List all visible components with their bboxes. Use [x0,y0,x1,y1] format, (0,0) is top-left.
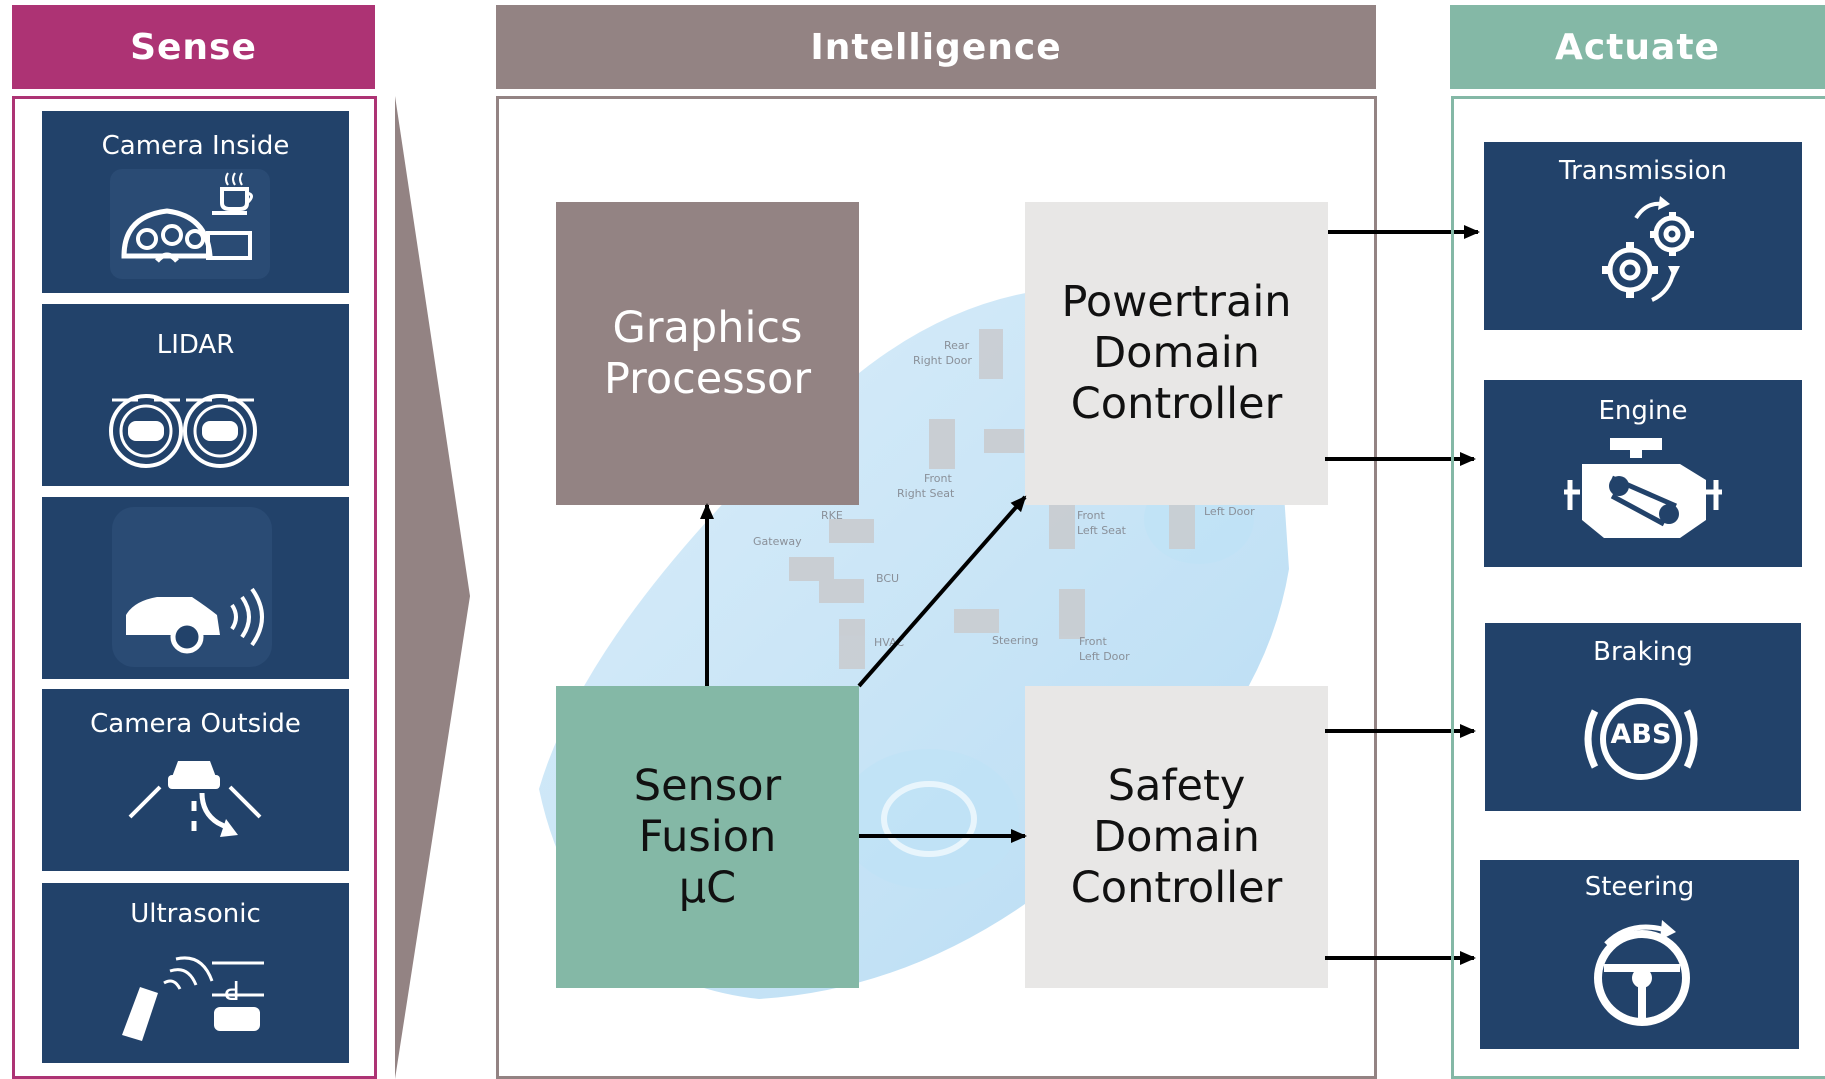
arrow-fusion-to-powertrain [857,495,1027,688]
tile-label: Engine [1598,396,1688,426]
abs-icon [1584,698,1698,780]
svg-text:Right Seat: Right Seat [897,487,955,500]
powertrain-controller-block: Powertrain Domain Controller [1025,202,1328,505]
tile-label: Transmission [1559,156,1727,186]
bg-label-steering: Steering [992,634,1038,647]
svg-text:Left Seat: Left Seat [1077,524,1127,537]
tile-label: Ultrasonic [130,899,261,929]
bg-label-front-left-door: Front [1079,635,1108,648]
sense-tile-ultrasonic: Ultrasonic P [42,883,349,1063]
flow-arrow [395,96,470,1079]
tile-label: LIDAR [156,330,235,360]
bg-label-front-left-seat: Front [1077,509,1106,522]
engine-icon [1564,438,1722,538]
sense-panel [12,96,377,1079]
bg-label-rke: RKE [821,509,843,522]
svg-text:Left Door: Left Door [1079,650,1130,663]
actuate-tile-engine: Engine [1484,380,1802,567]
sense-header: Sense [12,5,375,89]
sense-tile-lidar: LIDAR [42,304,349,486]
road-lane-car-icon [128,761,262,837]
car-radar-waves-icon [112,507,272,667]
sensor-fusion-block: Sensor Fusion µC [556,686,859,988]
tile-label: Braking [1593,637,1693,667]
tile-label: Camera Inside [101,131,290,161]
actuate-tile-transmission: Transmission [1484,142,1802,330]
bg-label-gateway: Gateway [753,535,802,548]
abs-badge: ABS [1610,719,1672,750]
svg-text:Front: Front [924,472,953,485]
parking-sensor-icon: P [122,956,264,1041]
svg-text:Right Door: Right Door [913,354,972,367]
bg-label-bcu: BCU [876,572,899,585]
safety-controller-block: Safety Domain Controller [1025,686,1328,988]
sense-tile-camera-outside: Camera Outside [42,689,349,871]
actuate-panel [1451,96,1825,1079]
actuate-tile-steering: Steering [1480,860,1799,1049]
sense-tile-camera-inside: Camera Inside [42,111,349,293]
steering-wheel-icon [1594,920,1690,1026]
sense-tile-radar: Radar [42,497,349,679]
gears-icon [1602,196,1694,302]
bg-label-rear-right-door: Rear [944,339,970,352]
lidar-cars-icon [109,394,257,468]
graphics-processor-block: Graphics Processor [556,202,859,505]
tile-label: Camera Outside [90,709,301,739]
actuate-header: Actuate [1450,5,1825,89]
intelligence-header: Intelligence [496,5,1376,89]
bg-label-left-door: Left Door [1204,505,1255,518]
tile-label: Steering [1584,872,1695,902]
car-dashboard-coffee-icon [110,169,270,279]
actuate-tile-braking: Braking ABS [1485,623,1801,811]
